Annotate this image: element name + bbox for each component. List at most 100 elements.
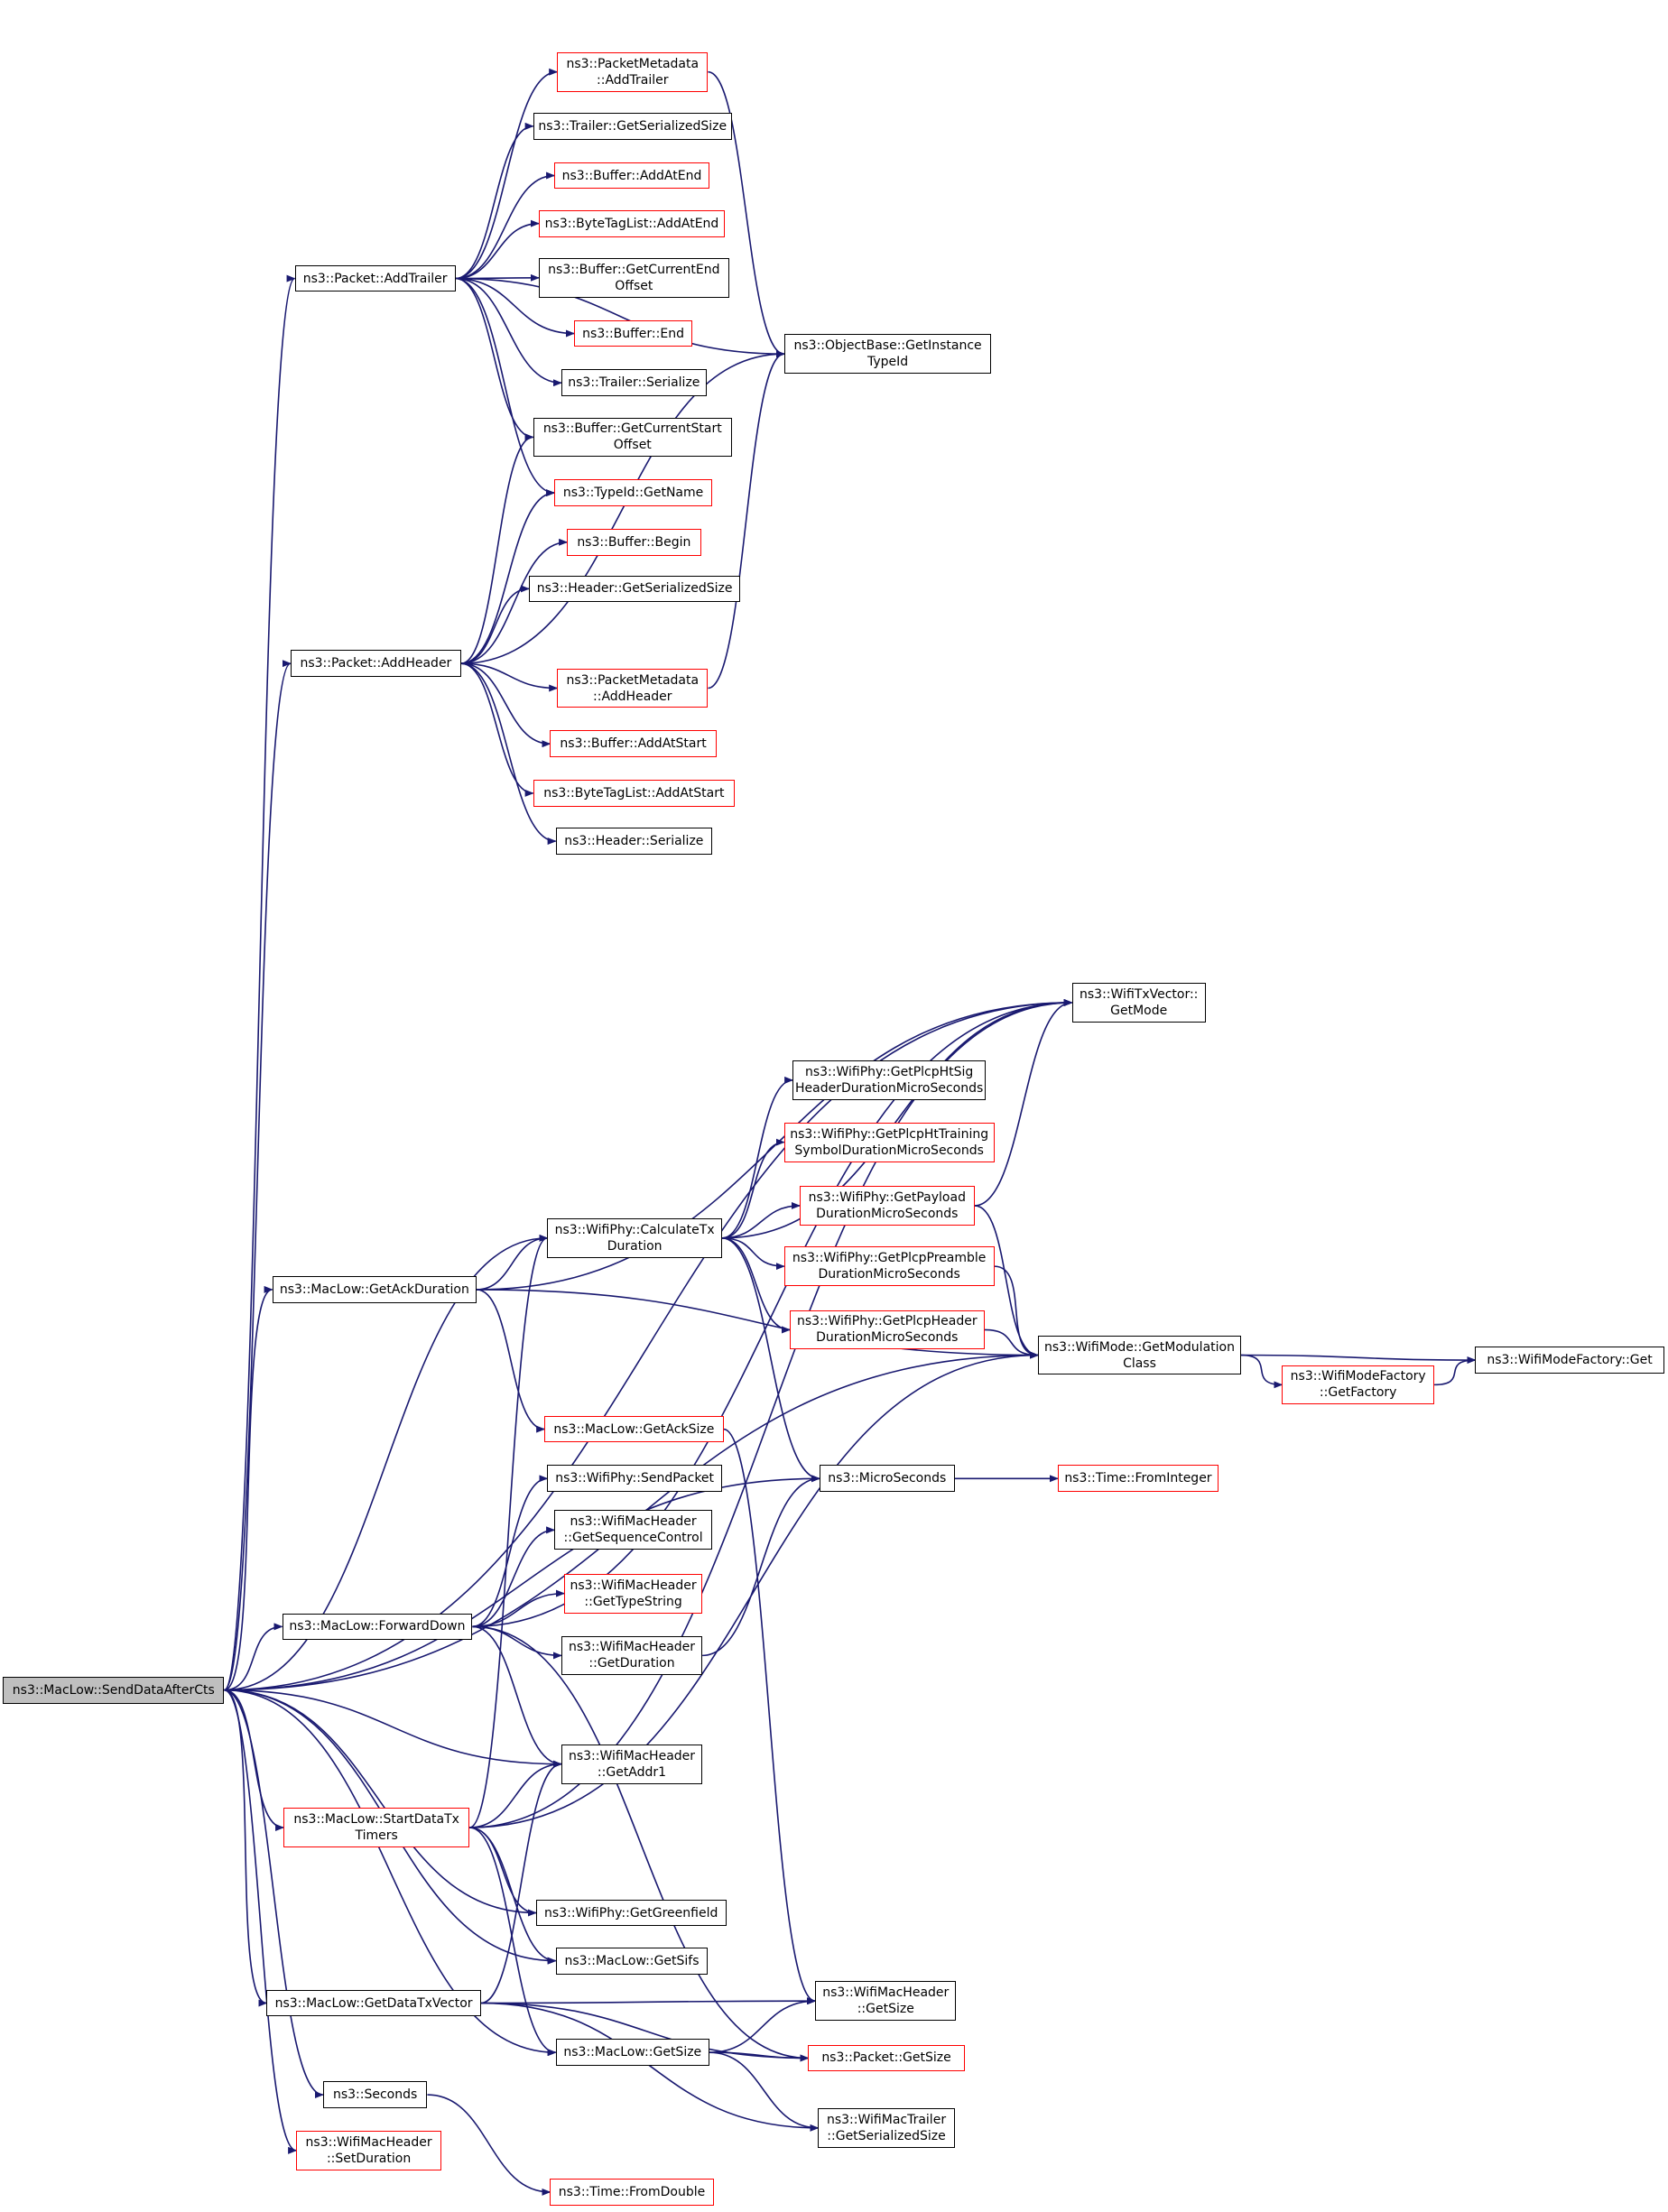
function-node-set-duration[interactable]: ns3::WifiMacHeader ::SetDuration	[296, 2130, 442, 2170]
call-edge	[472, 1526, 556, 1628]
function-node-send-data-after-cts[interactable]: ns3::MacLow::SendDataAfterCts	[3, 1676, 225, 1704]
function-node-header-serialize[interactable]: ns3::Header::Serialize	[555, 828, 713, 855]
call-edge	[472, 1625, 562, 1768]
function-node-wifi-mode-factory-get-factory[interactable]: ns3::WifiModeFactory ::GetFactory	[1282, 1365, 1435, 1405]
call-edge	[469, 1760, 562, 1828]
function-node-calculate-tx-duration[interactable]: ns3::WifiPhy::CalculateTx Duration	[547, 1218, 722, 1258]
call-edge	[469, 1827, 537, 1917]
function-node-get-greenfield[interactable]: ns3::WifiPhy::GetGreenfield	[535, 1899, 727, 1927]
call-edge	[224, 998, 1073, 1691]
call-edge	[460, 585, 530, 664]
call-edge	[472, 1475, 549, 1628]
function-node-get-plcp-ht-sig[interactable]: ns3::WifiPhy::GetPlcpHtSig HeaderDuratio…	[792, 1060, 987, 1100]
function-node-buffer-end[interactable]: ns3::Buffer::End	[573, 319, 693, 347]
function-node-packet-add-trailer[interactable]: ns3::Packet::AddTrailer	[294, 264, 456, 292]
function-node-get-type-string[interactable]: ns3::WifiMacHeader ::GetTypeString	[564, 1573, 703, 1614]
call-edge	[708, 350, 785, 690]
function-node-get-data-tx-vector[interactable]: ns3::MacLow::GetDataTxVector	[266, 1989, 481, 2017]
call-edge	[721, 1201, 801, 1239]
call-edge	[994, 1265, 1039, 1359]
call-edge	[472, 1625, 810, 2062]
function-node-packet-get-size[interactable]: ns3::Packet::GetSize	[808, 2044, 965, 2072]
call-edge	[460, 662, 557, 845]
call-edge	[460, 662, 559, 692]
function-node-get-plcp-header[interactable]: ns3::WifiPhy::GetPlcpHeader DurationMicr…	[790, 1310, 985, 1350]
call-edge	[469, 1827, 557, 1965]
function-node-trailer-get-serialized-size[interactable]: ns3::Trailer::GetSerializedSize	[533, 113, 732, 140]
call-edge	[224, 1623, 283, 1691]
call-edge	[721, 1076, 794, 1239]
call-edge	[224, 1689, 324, 2099]
function-node-get-addr1[interactable]: ns3::WifiMacHeader ::GetAddr1	[561, 1744, 703, 1784]
call-edge	[455, 277, 556, 497]
call-edge	[721, 1237, 785, 1271]
call-edge	[455, 122, 534, 280]
function-node-packet-add-header[interactable]: ns3::Packet::AddHeader	[290, 650, 461, 677]
function-node-get-sequence-control[interactable]: ns3::WifiMacHeader ::GetSequenceControl	[554, 1510, 713, 1550]
function-node-object-base-get-instance-type-id[interactable]: ns3::ObjectBase::GetInstance TypeId	[783, 334, 992, 375]
call-edge	[709, 1997, 817, 2054]
call-edge	[709, 2051, 820, 2132]
function-node-seconds[interactable]: ns3::Seconds	[322, 2081, 428, 2108]
call-edge	[984, 1328, 1039, 1359]
function-node-get-ack-size[interactable]: ns3::MacLow::GetAckSize	[544, 1415, 724, 1443]
function-node-wifi-phy-send-packet[interactable]: ns3::WifiPhy::SendPacket	[547, 1465, 722, 1493]
function-node-buffer-get-current-end-offset[interactable]: ns3::Buffer::GetCurrentEnd Offset	[538, 257, 729, 298]
function-node-wifi-mac-header-get-size[interactable]: ns3::WifiMacHeader ::GetSize	[815, 1981, 957, 2022]
function-node-wifi-mac-header-get-duration[interactable]: ns3::WifiMacHeader ::GetDuration	[561, 1635, 703, 1676]
function-node-header-get-serialized-size[interactable]: ns3::Header::GetSerializedSize	[528, 575, 741, 603]
call-edge	[460, 489, 556, 664]
function-node-get-modulation-class[interactable]: ns3::WifiMode::GetModulation Class	[1038, 1335, 1241, 1375]
call-edge	[1434, 1356, 1477, 1386]
call-edge	[460, 538, 569, 664]
call-edge	[224, 1234, 549, 1691]
function-node-trailer-serialize[interactable]: ns3::Trailer::Serialize	[561, 369, 707, 397]
function-node-get-plcp-ht-training[interactable]: ns3::WifiPhy::GetPlcpHtTraining SymbolDu…	[783, 1122, 995, 1162]
function-node-wifi-mode-factory-get[interactable]: ns3::WifiModeFactory::Get	[1475, 1347, 1664, 1374]
function-node-forward-down[interactable]: ns3::MacLow::ForwardDown	[282, 1613, 473, 1641]
call-edge	[460, 662, 551, 748]
call-edge	[469, 1351, 1039, 1828]
call-edge	[455, 219, 540, 280]
call-edge	[480, 2002, 810, 2062]
call-edge	[427, 2094, 551, 2196]
call-edge	[455, 277, 785, 358]
function-node-buffer-add-at-start[interactable]: ns3::Buffer::AddAtStart	[550, 730, 717, 758]
function-node-byte-tag-list-add-at-start[interactable]: ns3::ByteTagList::AddAtStart	[533, 780, 736, 807]
call-edge	[224, 1286, 273, 1691]
function-node-micro-seconds[interactable]: ns3::MicroSeconds	[819, 1465, 955, 1493]
function-node-byte-tag-list-add-at-end[interactable]: ns3::ByteTagList::AddAtEnd	[538, 209, 726, 237]
function-node-buffer-get-current-start-offset[interactable]: ns3::Buffer::GetCurrentStart Offset	[533, 417, 732, 458]
function-node-wifi-tx-vector-get-mode[interactable]: ns3::WifiTxVector:: GetMode	[1071, 983, 1206, 1023]
function-node-wifi-mac-trailer-get-serialized-size[interactable]: ns3::WifiMacTrailer ::GetSerializedSize	[818, 2107, 955, 2148]
function-node-time-from-integer[interactable]: ns3::Time::FromInteger	[1057, 1465, 1219, 1493]
call-edge	[224, 1689, 562, 1768]
call-edge	[223, 660, 292, 1691]
call-edge	[1240, 1354, 1477, 1365]
call-edge	[480, 1760, 562, 2004]
function-node-type-id-get-name[interactable]: ns3::TypeId::GetName	[554, 479, 713, 506]
call-edge	[477, 1289, 1039, 1359]
function-node-start-data-tx-timers[interactable]: ns3::MacLow::StartDataTx Timers	[283, 1808, 470, 1847]
function-node-packet-metadata-add-header[interactable]: ns3::PacketMetadata ::AddHeader	[557, 668, 709, 708]
function-node-mac-low-get-size[interactable]: ns3::MacLow::GetSize	[555, 2039, 709, 2067]
call-edge	[469, 1235, 549, 1828]
call-edge	[472, 1589, 565, 1628]
call-edge	[723, 1428, 817, 2005]
call-edge	[455, 277, 575, 338]
call-edge	[974, 998, 1073, 1207]
call-edge	[224, 1689, 537, 1917]
function-node-buffer-add-at-end[interactable]: ns3::Buffer::AddAtEnd	[554, 162, 709, 190]
call-edge	[477, 1234, 549, 1291]
function-node-packet-metadata-add-trailer[interactable]: ns3::PacketMetadata ::AddTrailer	[557, 51, 709, 92]
call-edge	[708, 70, 785, 358]
function-node-buffer-begin[interactable]: ns3::Buffer::Begin	[567, 528, 701, 556]
call-edge	[721, 998, 1073, 1239]
function-node-time-from-double[interactable]: ns3::Time::FromDouble	[550, 2179, 714, 2206]
call-edge	[224, 1689, 268, 2007]
function-node-get-payload-duration[interactable]: ns3::WifiPhy::GetPayload DurationMicroSe…	[799, 1186, 975, 1226]
function-node-get-ack-duration[interactable]: ns3::MacLow::GetAckDuration	[272, 1276, 477, 1303]
function-node-get-plcp-preamble[interactable]: ns3::WifiPhy::GetPlcpPreamble DurationMi…	[783, 1246, 995, 1286]
function-node-get-sifs[interactable]: ns3::MacLow::GetSifs	[555, 1947, 709, 1975]
